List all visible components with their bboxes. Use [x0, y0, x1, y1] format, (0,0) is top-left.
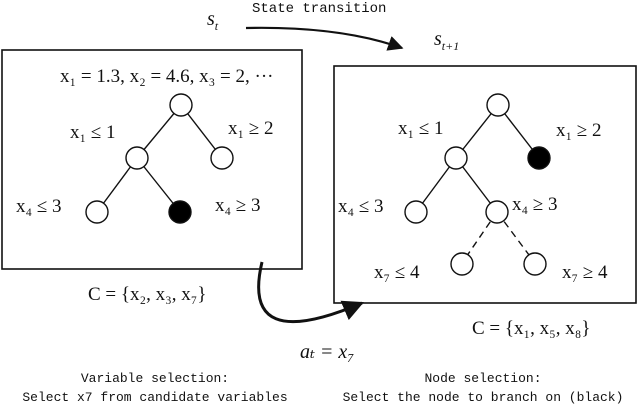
right-node-x7-le-4	[450, 252, 474, 276]
left-label-x1-le-1: x₁ ≤ 1	[70, 122, 116, 143]
right-label-x4-le-3: x₄ ≤ 3	[338, 196, 384, 217]
left-caption-desc: Select x7 from candidate variables	[22, 390, 288, 405]
transition-label: State transition	[252, 1, 386, 17]
right-caption-desc: Select the node to branch on (black)	[342, 390, 624, 405]
left-label-x4-ge-3: x₄ ≥ 3	[215, 195, 261, 216]
state-t1-label: st+1	[434, 28, 459, 53]
right-label-x7-le-4: x₇ ≤ 4	[374, 262, 420, 283]
right-caption-title: Node selection:	[424, 371, 542, 386]
state-transition-arrow	[245, 26, 404, 51]
left-label-x1-ge-2: x₁ ≥ 2	[228, 118, 274, 139]
right-node-x1-le-1	[444, 146, 468, 170]
right-node-x4-le-3	[404, 200, 428, 224]
left-root-node	[169, 93, 193, 117]
left-label-x4-le-3: x₄ ≤ 3	[16, 196, 62, 217]
left-tree-frame	[1, 49, 303, 270]
right-node-x4-ge-3	[485, 200, 509, 224]
right-candidate-set: C = {x₁, x₅, x₈}	[472, 318, 591, 339]
left-caption-title: Variable selection:	[80, 371, 230, 386]
left-node-selected	[168, 200, 192, 224]
left-node-x1-le-1	[125, 146, 149, 170]
right-label-x7-ge-4: x₇ ≥ 4	[562, 262, 608, 283]
right-node-x7-ge-4	[523, 252, 547, 276]
left-node-x4-le-3	[85, 200, 109, 224]
variable-assignment: x₁ = 1.3, x₂ = 4.6, x₃ = 2, ···	[60, 66, 274, 87]
state-t-label: st	[207, 8, 219, 33]
right-label-x4-ge-3: x₄ ≥ 3	[512, 194, 558, 215]
left-candidate-set: C = {x₂, x₃, x₇}	[88, 284, 207, 305]
right-tree-frame	[333, 65, 637, 304]
left-node-x1-ge-2	[210, 146, 234, 170]
right-root-node	[486, 93, 510, 117]
action-arrow	[257, 261, 364, 324]
right-label-x1-ge-2: x₁ ≥ 2	[556, 120, 602, 141]
right-node-selected	[527, 146, 551, 170]
action-label: aₜ = x₇	[300, 341, 354, 363]
right-label-x1-le-1: x₁ ≤ 1	[398, 118, 444, 139]
